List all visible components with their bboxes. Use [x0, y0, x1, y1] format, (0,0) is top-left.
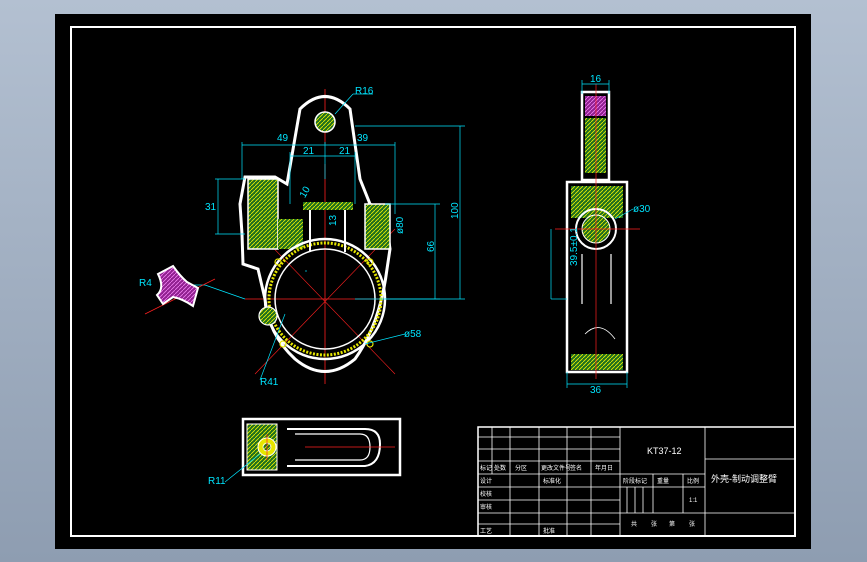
dim-13: 13 — [328, 214, 339, 226]
dim-phi58: ø58 — [404, 329, 422, 340]
row-label-sign: 签名 — [570, 464, 582, 472]
row-label-date: 年月日 — [595, 464, 613, 472]
row-label-mark: 标记 — [480, 464, 492, 472]
title-block-text: KT37-12 外壳-制动调整臂 标记 处数 分区 更改文件号 签名 年月日 设… — [480, 446, 777, 535]
std-label: 标准化 — [543, 477, 561, 485]
dim-r16: R16 — [355, 86, 374, 97]
dim-100: 100 — [450, 202, 461, 219]
section-detail-r4 — [155, 264, 200, 308]
side-label-check: 校核 — [480, 490, 492, 498]
sheet-label-sheets: 张 — [651, 520, 657, 528]
dim-r41: R41 — [260, 377, 279, 388]
drawing-border — [70, 26, 796, 537]
row-label-zone: 分区 — [515, 464, 527, 472]
drawing-number: KT37-12 — [647, 446, 682, 456]
sheet-label-sheet: 张 — [689, 520, 695, 528]
side-label-review: 审核 — [480, 503, 492, 511]
bottom-view: R11 — [208, 417, 402, 487]
side-view: 16 36 ø30 39.5±0.1 — [550, 74, 651, 396]
scale-label: 比例 — [687, 477, 699, 485]
dim-36: 36 — [590, 385, 602, 396]
dim-r11: R11 — [208, 476, 226, 487]
dim-49: 49 — [277, 133, 289, 144]
sheet-label-total: 共 — [631, 520, 637, 528]
part-name: 外壳-制动调整臂 — [711, 473, 777, 484]
dim-39-5: 39.5±0.1 — [569, 227, 580, 266]
front-view: R16 49 39 21 21 31 13 10 100 66 ø80 R4 ø… — [139, 86, 465, 388]
stage-label: 阶段标记 — [623, 477, 647, 485]
row-label-change: 更改文件号 — [541, 464, 571, 472]
title-block — [477, 426, 796, 537]
dim-21-right: 21 — [339, 146, 351, 157]
side-label-design: 设计 — [480, 477, 492, 485]
dim-21-left: 21 — [303, 146, 315, 157]
weight-label: 重量 — [657, 477, 669, 485]
dim-39: 39 — [357, 133, 369, 144]
dim-r4: R4 — [139, 278, 152, 289]
drawing-sheet: R16 49 39 21 21 31 13 10 100 66 ø80 R4 ø… — [55, 14, 811, 549]
dim-10: 10 — [298, 184, 313, 200]
dim-16: 16 — [590, 74, 602, 85]
dim-phi80: ø80 — [395, 216, 406, 234]
side-label-process: 工艺 — [480, 527, 492, 535]
right-boss-section — [364, 203, 391, 250]
scale-value: 1:1 — [689, 498, 698, 504]
row-label-count: 处数 — [494, 464, 506, 472]
dim-31: 31 — [205, 202, 217, 213]
left-boss-section — [247, 178, 279, 250]
cad-drawing: R16 49 39 21 21 31 13 10 100 66 ø80 R4 ø… — [70, 26, 796, 537]
approve-label: 批准 — [543, 527, 555, 535]
pin-hole — [314, 111, 336, 133]
sheet-label-no: 第 — [669, 520, 675, 528]
dim-66: 66 — [426, 240, 437, 252]
dim-phi30: ø30 — [633, 204, 651, 215]
